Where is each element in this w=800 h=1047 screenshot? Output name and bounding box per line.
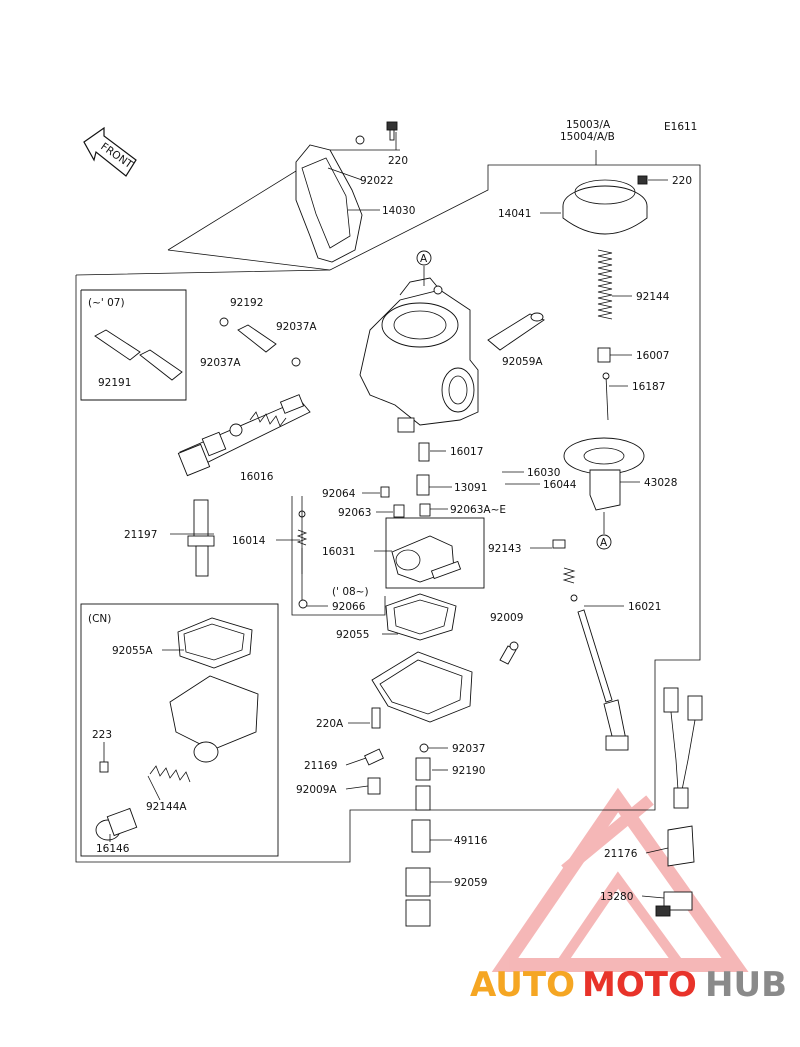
carburetor-body — [359, 277, 479, 433]
label: 15003/A — [566, 119, 611, 131]
label: 92037A — [200, 357, 241, 369]
cn-parts — [95, 617, 259, 841]
label: 21169 — [304, 760, 337, 772]
hose-92192 — [219, 317, 301, 367]
label: 21197 — [124, 529, 157, 541]
label: 92190 — [452, 765, 485, 777]
label: 16031 — [322, 546, 355, 558]
jets — [380, 442, 431, 518]
float-parts — [364, 743, 431, 927]
label: 92022 — [360, 175, 393, 187]
label: 92037A — [276, 321, 317, 333]
heater-wiring — [655, 687, 703, 917]
label: 92009 — [490, 612, 523, 624]
note-cn: (CN) — [88, 613, 111, 625]
label: 92064 — [322, 488, 356, 500]
label: 92192 — [230, 297, 263, 309]
label: 16187 — [632, 381, 665, 393]
svg-text:HUB: HUB — [705, 965, 787, 1005]
label: 21176 — [604, 848, 638, 860]
top-cap-14041 — [562, 175, 648, 235]
pump-16031 — [391, 535, 462, 583]
needle-16187 — [597, 347, 611, 421]
label: 92059A — [502, 356, 543, 368]
svg-text:AUTO: AUTO — [470, 965, 575, 1005]
label: 14030 — [382, 205, 415, 217]
label: 92037 — [452, 743, 485, 755]
cover-14030 — [295, 121, 398, 263]
label: 16014 — [232, 535, 266, 547]
pilot-screw-16014 — [296, 510, 308, 609]
leader-lines — [103, 132, 669, 899]
label: 92144 — [636, 291, 670, 303]
label: 16017 — [450, 446, 483, 458]
label: 13091 — [454, 482, 487, 494]
label: 16016 — [240, 471, 274, 483]
note-up-to-07: (~' 07) — [88, 297, 125, 309]
spring-92144 — [597, 249, 613, 320]
vacuum-slide-43028 — [563, 437, 645, 511]
label: 220 — [388, 155, 408, 167]
svg-text:MOTO: MOTO — [582, 965, 697, 1005]
label: 92055 — [336, 629, 369, 641]
label: 220 — [672, 175, 692, 187]
label: 13280 — [600, 891, 633, 903]
starter-plunger-16016 — [177, 394, 311, 477]
rod-16021 — [552, 539, 629, 751]
callout-a-top: A — [416, 250, 432, 266]
throttle-screw-21197 — [187, 499, 215, 577]
label: 15004/A/B — [560, 131, 615, 143]
label: 16021 — [628, 601, 661, 613]
watermark-text: AUTO MOTO HUB — [470, 965, 787, 1005]
label: 92055A — [112, 645, 153, 657]
label: 223 — [92, 729, 112, 741]
hose-92191 — [94, 329, 183, 381]
label: 92063 — [338, 507, 371, 519]
label: 16146 — [96, 843, 130, 855]
note-from-08: (' 08~) — [332, 586, 369, 598]
label: 49116 — [454, 835, 488, 847]
drain-screw-92009 — [499, 641, 519, 665]
label: 16007 — [636, 350, 669, 362]
label: 16030 — [527, 467, 560, 479]
label: 16044 — [543, 479, 577, 491]
label: 92009A — [296, 784, 337, 796]
label: 92144A — [146, 801, 187, 813]
watermark-logo — [491, 787, 749, 972]
svg-text:A: A — [600, 537, 608, 549]
svg-text:A: A — [420, 253, 428, 265]
label: 220A — [316, 718, 344, 730]
label: 92143 — [488, 543, 521, 555]
label: 92059 — [454, 877, 487, 889]
callout-a-bottom: A — [596, 534, 612, 550]
float-bowl — [371, 593, 473, 729]
label: 14041 — [498, 208, 531, 220]
label: 43028 — [644, 477, 677, 489]
front-arrow-icon: FRONT — [83, 126, 137, 177]
diagram-code: E1611 — [664, 121, 697, 133]
part-labels: E1611 15003/A 15004/A/B 220 92022 14030 … — [88, 119, 697, 903]
label: 92191 — [98, 377, 131, 389]
label: 92063A~E — [450, 504, 506, 516]
label: 92066 — [332, 601, 366, 613]
hose-92059A — [487, 312, 545, 351]
